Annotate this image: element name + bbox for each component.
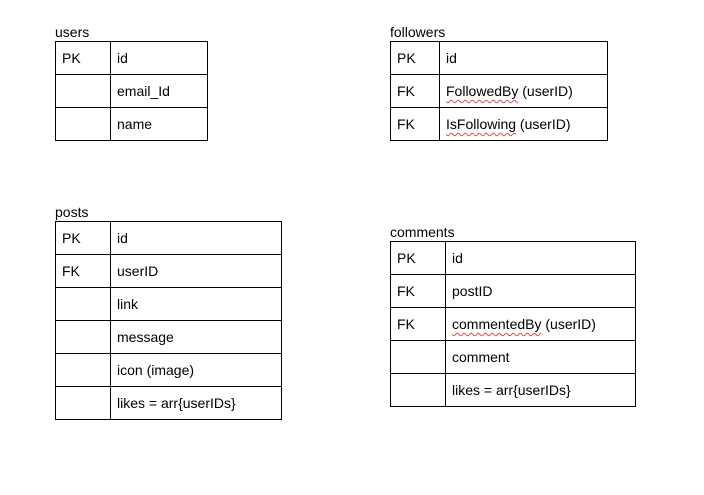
key-type-cell: PK — [55, 221, 111, 255]
field-name: message — [117, 329, 174, 345]
field-name-cell: id — [110, 221, 282, 255]
field-name-cell: FollowedBy (userID) — [439, 74, 608, 108]
field-row: PK id — [390, 41, 608, 75]
key-type-cell — [55, 74, 111, 108]
field-reference: (userID) — [541, 316, 596, 332]
field-name: comment — [452, 349, 510, 365]
field-reference: (userID) — [518, 83, 573, 99]
field-row: name — [55, 107, 208, 141]
field-name-cell: id — [110, 41, 208, 75]
field-row: link — [55, 287, 282, 321]
field-name: likes = arr{userIDs} — [452, 382, 571, 398]
field-name: userID — [117, 263, 159, 279]
field-name-cell: likes = arr{userIDs} — [445, 373, 636, 407]
field-name-cell: name — [110, 107, 208, 141]
field-name-cell: id — [445, 241, 636, 275]
field-name: name — [117, 116, 153, 132]
field-name-cell: comment — [445, 340, 636, 374]
field-name: id — [452, 250, 463, 266]
field-row: PK id — [55, 41, 208, 75]
field-name: link — [117, 296, 139, 312]
field-row: likes = arr{userIDs} — [390, 373, 636, 407]
field-row: likes = arr{userIDs} — [55, 386, 282, 420]
field-row: icon (image) — [55, 353, 282, 387]
field-row: PK id — [55, 221, 282, 255]
key-type-cell — [390, 373, 446, 407]
key-type-cell — [390, 340, 446, 374]
field-name: icon (image) — [117, 362, 195, 378]
field-name: id — [117, 50, 128, 66]
field-row: FK userID — [55, 254, 282, 288]
field-row: comment — [390, 340, 636, 374]
field-row: FK postID — [390, 274, 636, 308]
entity-title: comments — [390, 224, 455, 240]
key-type-cell: PK — [390, 241, 446, 275]
entity-title: posts — [55, 204, 89, 220]
key-type-cell — [55, 287, 111, 321]
field-name-cell: commentedBy (userID) — [445, 307, 636, 341]
field-name-cell: link — [110, 287, 282, 321]
field-name-cell: likes = arr{userIDs} — [110, 386, 282, 420]
field-name-cell: userID — [110, 254, 282, 288]
field-name-cell: message — [110, 320, 282, 354]
field-name: id — [117, 230, 128, 246]
key-type-cell — [55, 107, 111, 141]
field-name: commentedBy — [452, 316, 542, 332]
key-type-cell: FK — [55, 254, 111, 288]
field-name: id — [446, 50, 457, 66]
field-name: likes = arr{userIDs} — [117, 395, 236, 411]
entity-title: followers — [390, 24, 446, 40]
key-type-cell — [55, 353, 111, 387]
field-row: message — [55, 320, 282, 354]
field-name: postID — [452, 283, 493, 299]
key-type-cell: FK — [390, 74, 440, 108]
key-type-cell: FK — [390, 274, 446, 308]
key-type-cell: FK — [390, 107, 440, 141]
field-row: PK id — [390, 241, 636, 275]
field-row: email_Id — [55, 74, 208, 108]
key-type-cell — [55, 386, 111, 420]
key-type-cell: PK — [390, 41, 440, 75]
key-type-cell: PK — [55, 41, 111, 75]
field-name-cell: email_Id — [110, 74, 208, 108]
field-reference: (userID) — [516, 116, 571, 132]
field-name-cell: id — [439, 41, 608, 75]
field-name-cell: icon (image) — [110, 353, 282, 387]
field-name-cell: IsFollowing (userID) — [439, 107, 608, 141]
key-type-cell — [55, 320, 111, 354]
entity-title: users — [55, 24, 90, 40]
field-name-cell: postID — [445, 274, 636, 308]
field-name: FollowedBy — [446, 83, 519, 99]
key-type-cell: FK — [390, 307, 446, 341]
field-name: email_Id — [117, 83, 170, 99]
field-name: IsFollowing — [446, 116, 517, 132]
